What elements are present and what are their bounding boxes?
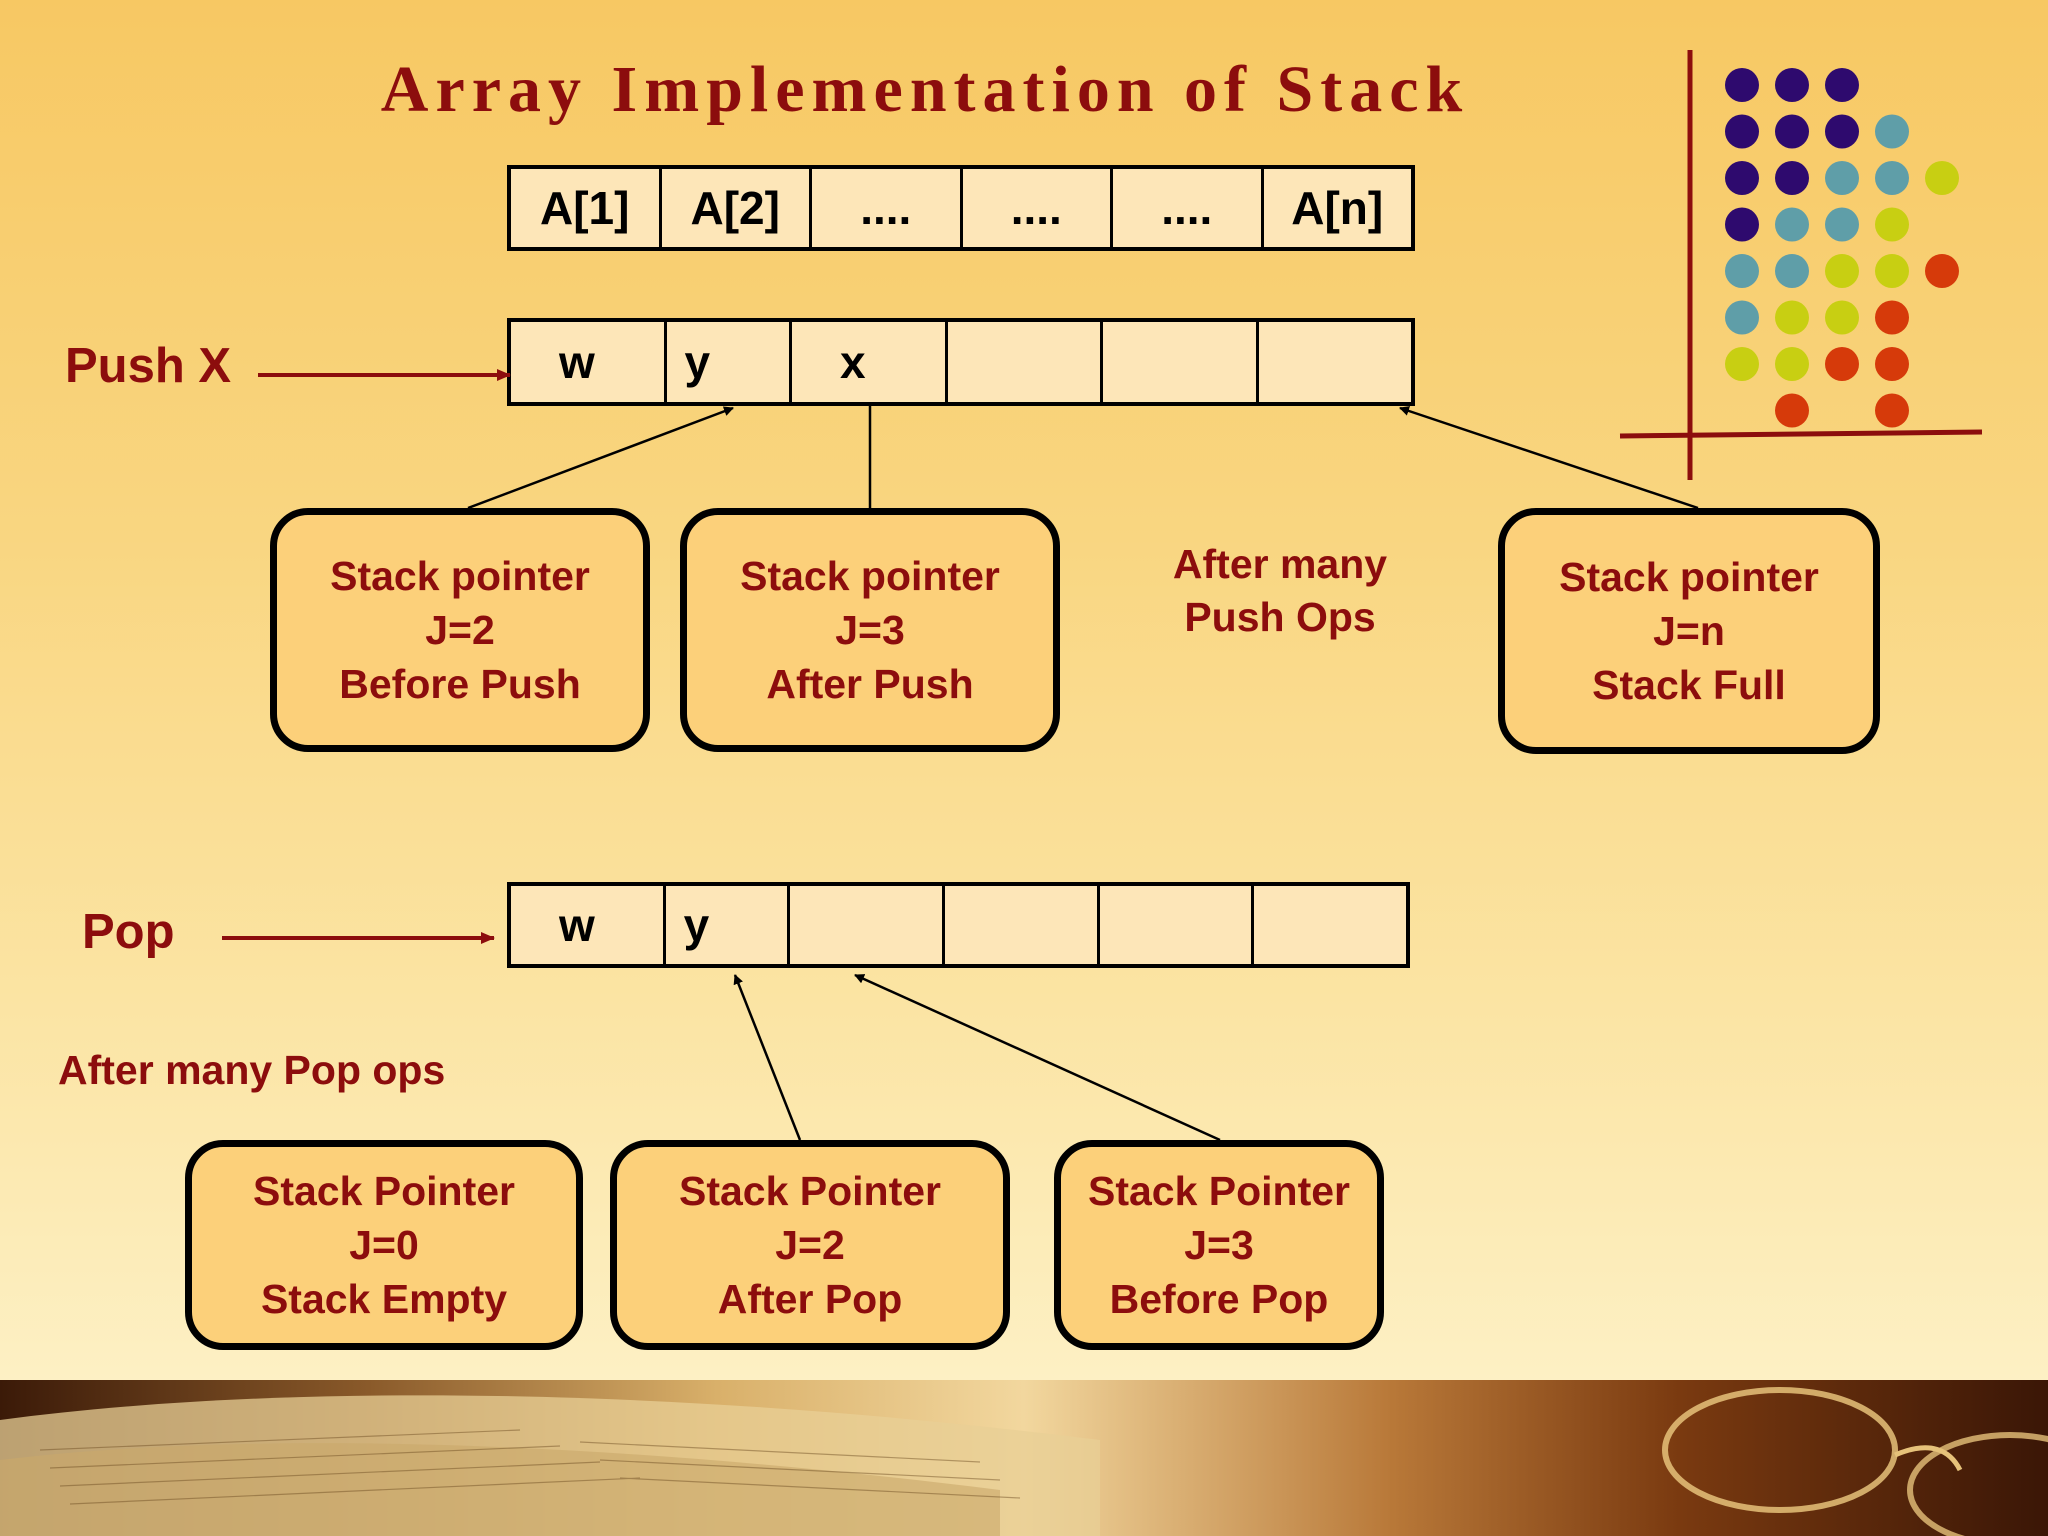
push-box-full: Stack pointer J=n Stack Full	[1498, 508, 1880, 754]
decorative-dot	[1775, 393, 1809, 428]
push-cell	[948, 322, 1103, 402]
box-line: Stack Empty	[260, 1276, 508, 1323]
push-cell	[1103, 322, 1259, 402]
push-cell: x	[792, 322, 948, 402]
pop-cell	[945, 886, 1100, 964]
pop-note: After many Pop ops	[58, 1047, 446, 1093]
box-line: J=0	[349, 1221, 419, 1268]
pointer-j2-before-push	[467, 406, 734, 510]
decorative-dot	[1875, 347, 1909, 381]
pop-cell: w	[511, 886, 666, 964]
push-cell: y	[667, 322, 792, 402]
decorative-dot	[1875, 161, 1909, 195]
index-cell: ....	[963, 169, 1113, 247]
note-line: After many	[1172, 541, 1388, 587]
push-box-after: Stack pointer J=3 After Push	[680, 508, 1060, 752]
box-line: After Pop	[717, 1276, 903, 1323]
decorative-dot	[1825, 161, 1859, 195]
decorative-dot	[1725, 68, 1759, 102]
decorative-dot	[1825, 300, 1859, 335]
box-line: J=n	[1653, 607, 1725, 654]
decorative-dot	[1725, 161, 1759, 195]
box-line: Stack Full	[1592, 662, 1786, 709]
pop-cell: y	[666, 886, 791, 964]
index-cell: ....	[1113, 169, 1264, 247]
decorative-dot	[1875, 207, 1909, 242]
decorative-dot	[1825, 68, 1859, 102]
decorative-dot	[1775, 68, 1809, 102]
box-line: Stack Pointer	[252, 1167, 516, 1214]
push-box-before: Stack pointer J=2 Before Push	[270, 508, 650, 752]
pop-array: w y	[507, 882, 1410, 968]
slide-title: Array Implementation of Stack	[380, 53, 1470, 126]
index-array: A[1] A[2] .... .... .... A[n]	[507, 165, 1415, 251]
pop-label: Pop	[82, 905, 175, 959]
index-cell: ....	[812, 169, 963, 247]
pop-cell	[790, 886, 946, 964]
index-cell: A[1]	[511, 169, 662, 247]
decorative-dot	[1725, 207, 1759, 242]
push-label: Push X	[65, 339, 232, 393]
box-line: Stack pointer	[1559, 553, 1819, 600]
decorative-dot	[1775, 114, 1809, 149]
box-line: J=2	[425, 606, 495, 653]
decorative-dot	[1875, 254, 1909, 288]
footer-book-image	[0, 1380, 2048, 1536]
decorative-dot	[1825, 254, 1859, 288]
pointer-j2-after-pop	[733, 974, 802, 1141]
decorative-dot	[1725, 347, 1759, 381]
decorative-dot	[1925, 161, 1959, 195]
box-line: Stack pointer	[330, 552, 590, 599]
pop-box-empty: Stack Pointer J=0 Stack Empty	[185, 1140, 583, 1350]
pointer-j3-before-pop	[854, 973, 1221, 1142]
pointer-jn-stack-full	[1399, 406, 1699, 510]
decorative-dot	[1875, 300, 1909, 335]
push-array: w y x	[507, 318, 1415, 406]
box-line: J=3	[835, 606, 905, 653]
decorative-dot	[1725, 300, 1759, 335]
index-cell: A[2]	[662, 169, 812, 247]
box-line: After Push	[766, 661, 974, 708]
box-line: J=2	[775, 1221, 845, 1268]
decorative-dot	[1875, 114, 1909, 149]
decorative-dot	[1775, 254, 1809, 288]
box-line: Stack Pointer	[1087, 1167, 1351, 1214]
decorative-dot	[1825, 207, 1859, 242]
decorative-dot	[1725, 114, 1759, 149]
decorative-dot	[1925, 254, 1959, 288]
decorative-dot	[1825, 114, 1859, 149]
decorative-dot	[1825, 347, 1859, 381]
decorative-dot	[1775, 300, 1809, 335]
decorative-dot	[1725, 254, 1759, 288]
pop-box-before: Stack Pointer J=3 Before Pop	[1054, 1140, 1384, 1350]
box-line: Before Push	[339, 661, 581, 708]
box-line: J=3	[1184, 1221, 1254, 1268]
note-line: Push Ops	[1184, 594, 1376, 641]
push-note: After many Push Ops	[1140, 538, 1420, 645]
decorative-dot	[1775, 347, 1809, 381]
index-cell: A[n]	[1291, 182, 1384, 234]
decorative-dot	[1775, 207, 1809, 242]
box-line: Before Pop	[1109, 1276, 1329, 1323]
box-line: Stack Pointer	[678, 1167, 942, 1214]
pop-box-after: Stack Pointer J=2 After Pop	[610, 1140, 1010, 1350]
pop-cell	[1100, 886, 1255, 964]
decorative-dot	[1775, 161, 1809, 195]
box-line: Stack pointer	[740, 552, 1000, 599]
book-photo-shapes	[0, 1387, 2048, 1536]
decorative-dot	[1875, 393, 1909, 428]
push-cell: w	[511, 322, 667, 402]
